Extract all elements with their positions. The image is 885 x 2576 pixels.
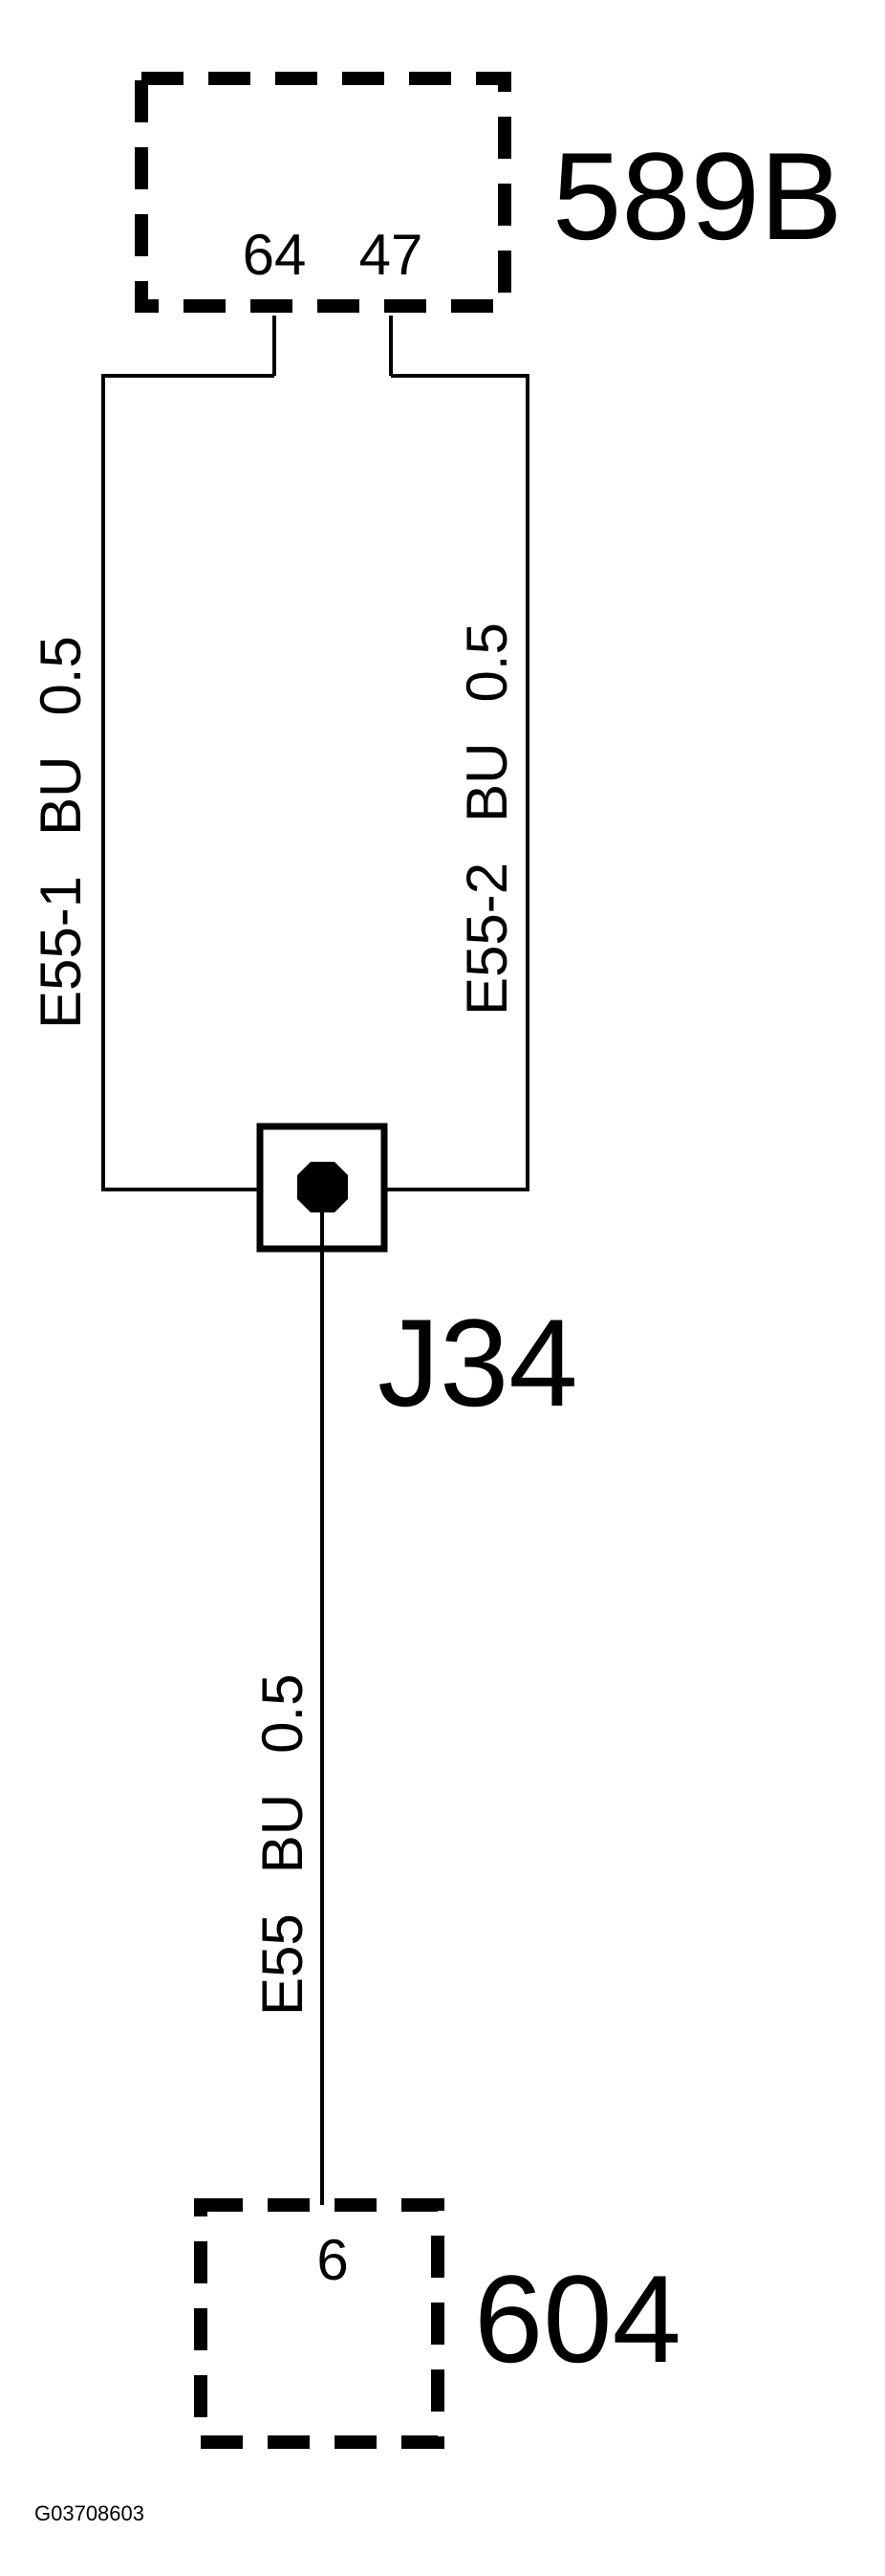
wire-e55-2-color: BU	[455, 743, 519, 822]
wire-e55-2-gauge: 0.5	[455, 622, 519, 702]
wire-e55-gauge: 0.5	[250, 1673, 314, 1753]
connector-589b-pin-64: 64	[243, 223, 307, 287]
wire-e55-1-color: BU	[29, 756, 93, 836]
connector-589b-outline	[135, 72, 511, 313]
connector-589b-pin-47: 47	[359, 223, 423, 287]
wire-e55-2	[384, 374, 529, 1191]
figure-code: G03708603	[34, 2501, 144, 2525]
splice-j34-dot	[297, 1162, 348, 1212]
wire-e55-2-label: E55-2 BU 0.5	[455, 622, 519, 1015]
wire-e55-2-circuit: E55-2	[455, 862, 519, 1015]
connector-604-pin-6: 6	[316, 2228, 348, 2292]
wire-e55-1-gauge: 0.5	[29, 636, 93, 715]
wire-e55-color: BU	[250, 1794, 314, 1873]
connector-589b-label: 589B	[552, 126, 843, 266]
wire-e55-label: E55 BU 0.5	[250, 1673, 314, 2016]
connector-604-label: 604	[474, 2249, 681, 2389]
connector-604-outline	[194, 2198, 444, 2449]
wire-e55-1-label: E55-1 BU 0.5	[29, 636, 93, 1029]
wire-e55-1-circuit: E55-1	[29, 876, 93, 1029]
wire-e55-circuit: E55	[250, 1913, 314, 2016]
wire-e55-1	[101, 374, 274, 1191]
splice-j34-label: J34	[378, 1293, 578, 1432]
